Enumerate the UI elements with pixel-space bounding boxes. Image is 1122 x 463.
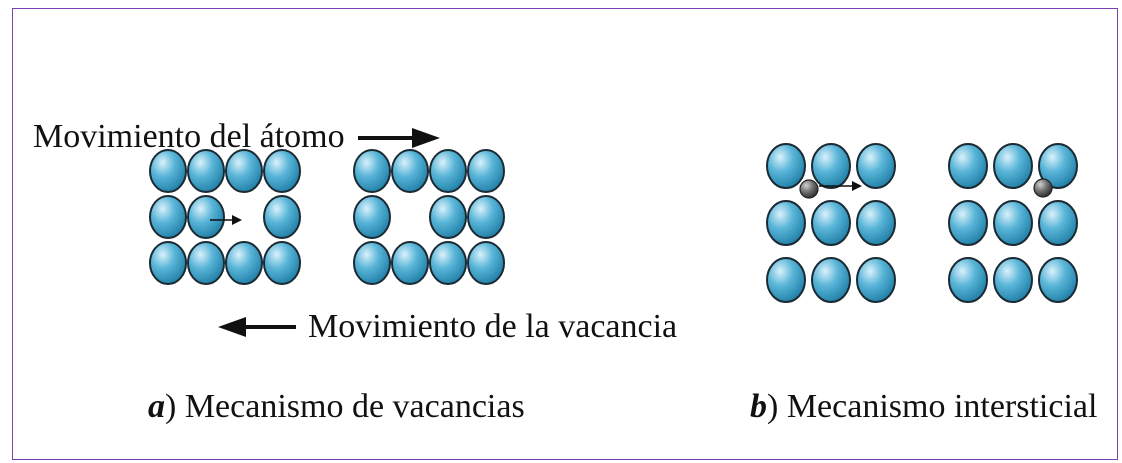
caption-vacancy-mechanism: a) Mecanismo de vacancias [148, 390, 525, 424]
lattice-atom [993, 257, 1033, 303]
lattice-atom [429, 195, 467, 239]
lattice-atom [948, 257, 988, 303]
lattice-atom [856, 257, 896, 303]
lattice-atom [993, 200, 1033, 246]
interstitial-atom-after [1033, 178, 1053, 198]
lattice-atom [225, 149, 263, 193]
lattice-atom [391, 149, 429, 193]
lattice-atom [353, 149, 391, 193]
lattice-atom [467, 241, 505, 285]
caption-text-b: ) Mecanismo intersticial [767, 388, 1098, 425]
lattice-atom [467, 195, 505, 239]
lattice-atom [353, 195, 391, 239]
lattice-atom [187, 195, 225, 239]
lattice-atom [149, 195, 187, 239]
caption-letter-a: a [148, 388, 165, 425]
lattice-atom [1038, 200, 1078, 246]
lattice-atom [263, 241, 301, 285]
lattice-atom [766, 143, 806, 189]
vacancy-lattice-after [353, 149, 505, 285]
lattice-atom [149, 149, 187, 193]
lattice-atom [429, 149, 467, 193]
atom-motion-label: Movimiento del átomo [33, 118, 345, 155]
caption-interstitial-mechanism: b) Mecanismo intersticial [750, 390, 1097, 424]
lattice-atom [353, 241, 391, 285]
lattice-atom [429, 241, 467, 285]
lattice-atom [948, 143, 988, 189]
interstitial-lattice-after [948, 143, 1078, 303]
lattice-atom [263, 149, 301, 193]
atom-motion-arrow [358, 128, 440, 148]
interstitial-lattice-before [766, 143, 896, 303]
lattice-atom [811, 143, 851, 189]
interstitial-atom-before [799, 179, 819, 199]
lattice-atom [766, 257, 806, 303]
lattice-atom [467, 149, 505, 193]
lattice-atom [225, 241, 263, 285]
lattice-atom [856, 200, 896, 246]
lattice-atom [187, 149, 225, 193]
vacancy-lattice-before [149, 149, 301, 285]
lattice-atom [856, 143, 896, 189]
lattice-atom [766, 200, 806, 246]
vacancy-motion-label: Movimiento de la vacancia [308, 308, 678, 345]
lattice-atom [811, 200, 851, 246]
lattice-atom [1038, 143, 1078, 189]
vacancy-motion-arrow [218, 317, 296, 337]
lattice-atom [149, 241, 187, 285]
lattice-atom [1038, 257, 1078, 303]
lattice-atom [948, 200, 988, 246]
lattice-atom [391, 241, 429, 285]
lattice-atom [187, 241, 225, 285]
caption-letter-b: b [750, 388, 767, 425]
lattice-atom [811, 257, 851, 303]
caption-text-a: ) Mecanismo de vacancias [165, 388, 525, 425]
lattice-atom [993, 143, 1033, 189]
lattice-atom [263, 195, 301, 239]
